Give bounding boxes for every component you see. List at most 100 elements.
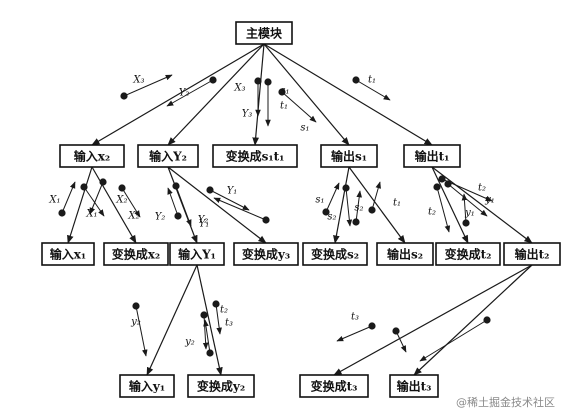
module-label: 变换成s₂ — [311, 247, 359, 262]
module-label: 输出t₃ — [397, 379, 432, 394]
flow-dot — [58, 209, 66, 217]
flow-arrow — [209, 189, 250, 211]
flow-dot — [392, 327, 400, 335]
flow-dot — [99, 178, 107, 186]
edge-outT2-outT3 — [413, 264, 533, 376]
flow-dot — [462, 219, 470, 227]
flow-dot — [483, 316, 491, 324]
edge-inY1-inY1b — [146, 264, 198, 376]
module-box — [320, 144, 378, 168]
flow-arrow — [83, 186, 105, 217]
flow-dot — [444, 180, 452, 188]
module-transY3: 变换成y₃ — [233, 242, 299, 266]
flow-label: X₃ — [132, 75, 144, 86]
flow-label: t₃ — [225, 318, 233, 329]
flow-label: Y₃ — [242, 109, 253, 120]
flow-label: Y₂ — [198, 215, 209, 226]
module-outS1: 输出s₁ — [320, 144, 378, 168]
flow-dot — [264, 78, 272, 86]
flow-dot — [80, 183, 88, 191]
flow-dot — [120, 92, 128, 100]
flow-dot — [262, 216, 270, 224]
module-box — [233, 242, 299, 266]
module-label: 变换成t₂ — [445, 247, 492, 262]
module-label: 输入y₁ — [129, 379, 165, 394]
flow-arrow — [371, 181, 381, 211]
module-inY1b: 输入y₁ — [119, 374, 175, 398]
flow-arrow — [167, 187, 179, 217]
flow-label: X₃ — [233, 83, 245, 94]
flow-arrow — [123, 74, 173, 97]
edge-outT2-transT3 — [333, 264, 533, 376]
flow-label: X₂ — [115, 195, 127, 206]
flow-dot — [206, 349, 214, 357]
module-outT1: 输出t₁ — [403, 144, 461, 168]
module-box — [376, 242, 434, 266]
edge-main-outT1 — [263, 43, 433, 146]
edge-inY2-transY3 — [167, 166, 267, 244]
flow-arrow — [121, 187, 141, 218]
flow-dot — [433, 183, 441, 191]
edge-outT1-outT2 — [431, 166, 533, 244]
module-transY2: 变换成y₂ — [187, 374, 255, 398]
flow-dot — [352, 76, 360, 84]
flow-dot — [254, 77, 262, 85]
flow-label: y₂ — [130, 317, 141, 328]
flow-dot — [352, 218, 360, 226]
flow-arrow — [61, 181, 76, 214]
module-transX2: 变换成x₂ — [103, 242, 169, 266]
flow-dot — [278, 88, 286, 96]
edge-outS1-transS2 — [333, 166, 350, 244]
flow-arrow — [355, 79, 391, 101]
module-label: 输入Y₁ — [178, 247, 216, 262]
edge-outT1-transT2 — [431, 166, 469, 244]
module-label: 输入x₂ — [74, 149, 110, 164]
flow-arrow — [203, 319, 211, 354]
module-box — [59, 144, 125, 168]
flow-arrow — [281, 91, 317, 123]
module-inY2: 输入Y₂ — [137, 144, 199, 168]
flow-dot — [438, 175, 446, 183]
flow-label: t₂ — [220, 305, 228, 316]
flow-arrow — [461, 193, 468, 224]
flow-label: t₂ — [478, 183, 486, 194]
module-label: 输入x₁ — [50, 247, 86, 262]
module-label: 输出t₁ — [415, 149, 450, 164]
flow-label: s₂ — [327, 212, 336, 223]
edge-main-outS1 — [263, 43, 350, 146]
flow-arrow — [202, 314, 209, 350]
flow-dot — [342, 184, 350, 192]
flow-arrow — [166, 79, 214, 107]
flow-arrow — [135, 305, 148, 357]
module-box — [299, 374, 369, 398]
module-box — [403, 144, 461, 168]
module-transS2: 变换成s₂ — [302, 242, 368, 266]
flow-arrow — [436, 186, 451, 233]
watermark: @稀土掘金技术社区 — [456, 395, 555, 409]
module-label: 输入Y₂ — [149, 149, 187, 164]
module-transT3: 变换成t₃ — [299, 374, 369, 398]
module-label: 变换成x₂ — [112, 247, 160, 262]
edge-main-inX2 — [91, 43, 265, 146]
edge-main-transS1T1 — [252, 43, 265, 146]
flow-arrow — [89, 181, 104, 215]
module-transS1T1: 变换成s₁t₁ — [212, 144, 298, 168]
module-box — [119, 374, 175, 398]
flow-arrow — [336, 325, 373, 342]
module-inX2: 输入x₂ — [59, 144, 125, 168]
module-label: 输出s₂ — [387, 247, 423, 262]
module-box — [169, 242, 225, 266]
flow-dot — [172, 182, 180, 190]
flow-label: s₁ — [300, 123, 309, 134]
module-box — [435, 242, 501, 266]
flow-dot — [368, 206, 376, 214]
flow-label: y₂ — [184, 337, 195, 348]
flow-dot — [322, 208, 330, 216]
flow-label: t₁ — [280, 101, 288, 112]
edge-inX2-transX2 — [91, 166, 137, 244]
flow-arrow — [355, 190, 362, 223]
flow-label: y₁ — [484, 195, 495, 206]
flow-label: Y₁ — [199, 219, 210, 230]
flow-dot — [118, 184, 126, 192]
